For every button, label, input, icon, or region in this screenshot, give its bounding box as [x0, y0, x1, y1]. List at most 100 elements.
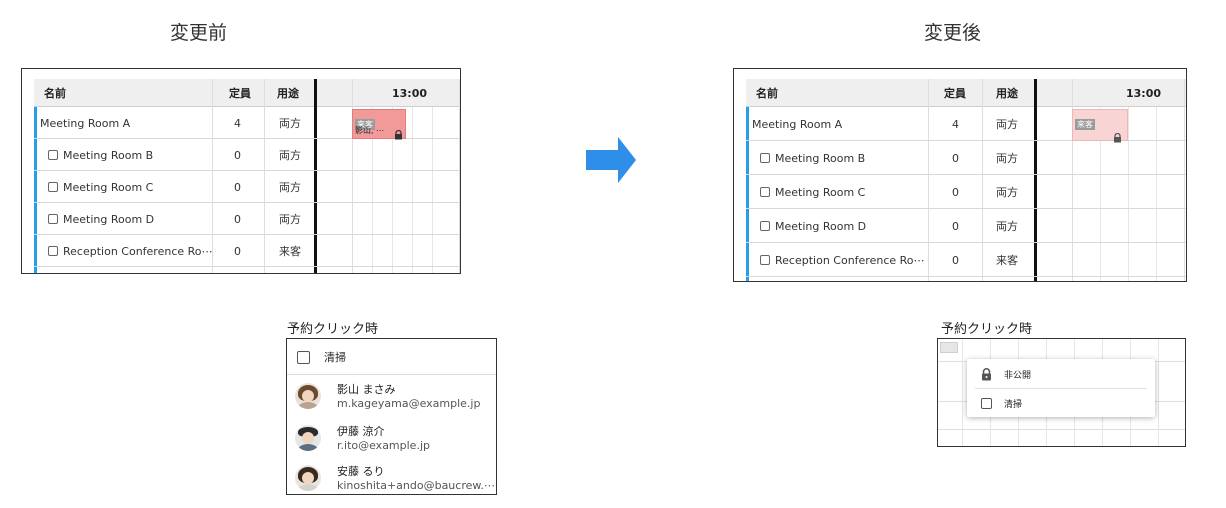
- room-name: Meeting Room D: [760, 209, 866, 243]
- cleaning-checkbox[interactable]: [297, 350, 310, 364]
- room-checkbox[interactable]: [48, 246, 58, 256]
- attendee-item[interactable]: 安藤 るり kinoshita+ando@baucrew.⋯: [295, 463, 495, 492]
- room-usage: 両方: [996, 118, 1018, 131]
- room-checkbox[interactable]: [48, 182, 58, 192]
- after-popup-frame: 非公開 清掃: [937, 338, 1186, 447]
- room-usage: 両方: [996, 186, 1018, 199]
- table-row[interactable]: Reception Conference Ro⋯ 0 来客: [746, 243, 1186, 277]
- after-table: 名前 定員 用途 13:00 Meeting Room A 4 両方 Meeti…: [746, 79, 1186, 281]
- col-divider: [212, 79, 213, 273]
- attendee-email: r.ito@example.jp: [337, 439, 430, 452]
- table-row[interactable]: Meeting Room B 0 両方: [34, 139, 460, 171]
- table-row[interactable]: Meeting Room A 4 両方: [746, 107, 1186, 141]
- event-tag: 来客: [1075, 119, 1095, 130]
- event-label: 影山, ⋯: [355, 126, 385, 135]
- table-row[interactable]: Meeting Room B 0 両方: [746, 141, 1186, 175]
- room-checkbox[interactable]: [760, 221, 770, 231]
- header-capacity[interactable]: 定員: [229, 87, 251, 100]
- grid-line: [1158, 339, 1159, 446]
- cleaning-checkbox[interactable]: [981, 397, 992, 409]
- room-name: Meeting Room A: [40, 116, 131, 130]
- col-divider: [1072, 79, 1073, 281]
- room-capacity: 0: [234, 244, 241, 258]
- room-capacity: 0: [952, 151, 959, 165]
- reservation-event[interactable]: 来客: [1072, 109, 1128, 143]
- room-checkbox[interactable]: [760, 187, 770, 197]
- table-row[interactable]: Reception Conference Ro⋯ 0 来客: [34, 235, 460, 267]
- attendee-name: 影山 まさみ: [337, 383, 396, 396]
- attendee-item[interactable]: 伊藤 涼介 r.ito@example.jp: [295, 423, 430, 452]
- room-usage: 両方: [279, 181, 301, 194]
- grid-line: [938, 429, 1185, 430]
- table-row[interactable]: Meeting Room A 4 両方: [34, 107, 460, 139]
- divider: [287, 374, 496, 375]
- room-name: Meeting Room B: [48, 139, 153, 171]
- room-checkbox[interactable]: [48, 150, 58, 160]
- table-row[interactable]: Meeting Room D 0 両方: [746, 209, 1186, 243]
- avatar: [295, 464, 321, 491]
- col-divider: [459, 79, 460, 273]
- room-capacity: 0: [234, 148, 241, 162]
- divider: [975, 388, 1147, 389]
- col-divider: [982, 79, 983, 281]
- room-checkbox[interactable]: [760, 255, 770, 265]
- header-usage[interactable]: 用途: [277, 87, 299, 100]
- table-row[interactable]: Meeting Room C 0 両方: [34, 171, 460, 203]
- after-schedule-panel: 名前 定員 用途 13:00 Meeting Room A 4 両方 Meeti…: [733, 68, 1187, 282]
- after-popup-caption: 予約クリック時: [941, 322, 1033, 337]
- header-usage[interactable]: 用途: [996, 87, 1018, 100]
- attendee-item[interactable]: 影山 まさみ m.kageyama@example.jp: [295, 381, 480, 410]
- col-divider: [352, 79, 353, 273]
- table-header: 名前 定員 用途 13:00: [746, 79, 1186, 107]
- table-header: 名前 定員 用途 13:00: [34, 79, 460, 107]
- before-reservation-popup: 清掃 影山 まさみ m.kageyama@example.jp 伊藤 涼介 r.…: [286, 338, 497, 495]
- attendee-name: 安藤 るり: [337, 465, 385, 478]
- avatar: [295, 424, 321, 451]
- right-arrow-icon: [586, 137, 636, 187]
- room-capacity: 0: [952, 253, 959, 267]
- col-divider: [1184, 79, 1185, 281]
- selection-bar: [34, 107, 37, 273]
- attendee-name: 伊藤 涼介: [337, 425, 385, 438]
- attendee-email: m.kageyama@example.jp: [337, 397, 481, 410]
- after-title: 変更後: [924, 22, 982, 44]
- selection-bar: [746, 107, 749, 281]
- room-name: Meeting Room C: [48, 171, 153, 203]
- room-name: Meeting Room B: [760, 141, 865, 175]
- table-row[interactable]: Meeting Room D 0 両方: [34, 203, 460, 235]
- room-name: Meeting Room D: [48, 203, 154, 235]
- menu-item-private[interactable]: 非公開: [981, 363, 1031, 385]
- col-divider: [928, 79, 929, 281]
- room-usage: 両方: [279, 149, 301, 162]
- lock-icon: [1113, 128, 1122, 147]
- header-time: 13:00: [1126, 86, 1162, 100]
- grid-line: [962, 339, 963, 446]
- room-usage: 両方: [279, 117, 301, 130]
- frozen-divider: [1034, 79, 1037, 281]
- room-name: Meeting Room C: [760, 175, 865, 209]
- room-usage: 両方: [279, 213, 301, 226]
- table-row[interactable]: Meeting Room C 0 両方: [746, 175, 1186, 209]
- cleaning-label: 清掃: [324, 351, 346, 364]
- room-usage: 来客: [279, 245, 301, 258]
- grid-line: [1156, 107, 1157, 281]
- menu-item-private-label: 非公開: [1004, 370, 1032, 381]
- room-usage: 来客: [996, 254, 1018, 267]
- reservation-event[interactable]: 来客 影山, ⋯: [352, 109, 406, 140]
- menu-item-cleaning[interactable]: 清掃: [981, 392, 1022, 414]
- room-capacity: 0: [952, 219, 959, 233]
- grid-line: [1128, 107, 1129, 281]
- header-name[interactable]: 名前: [756, 87, 778, 100]
- grid-line: [432, 107, 433, 273]
- header-time: 13:00: [392, 86, 428, 100]
- header-name[interactable]: 名前: [44, 87, 66, 100]
- room-name: Reception Conference Ro⋯: [48, 235, 213, 267]
- before-schedule-panel: 名前 定員 用途 13:00 Meeting Room A 4 両方 Meeti…: [21, 68, 461, 274]
- before-title: 変更前: [170, 22, 228, 44]
- room-checkbox[interactable]: [48, 214, 58, 224]
- room-checkbox[interactable]: [760, 153, 770, 163]
- cleaning-option[interactable]: 清掃: [297, 347, 346, 367]
- grid-line: [372, 107, 373, 273]
- avatar: [295, 382, 321, 409]
- header-capacity[interactable]: 定員: [944, 87, 966, 100]
